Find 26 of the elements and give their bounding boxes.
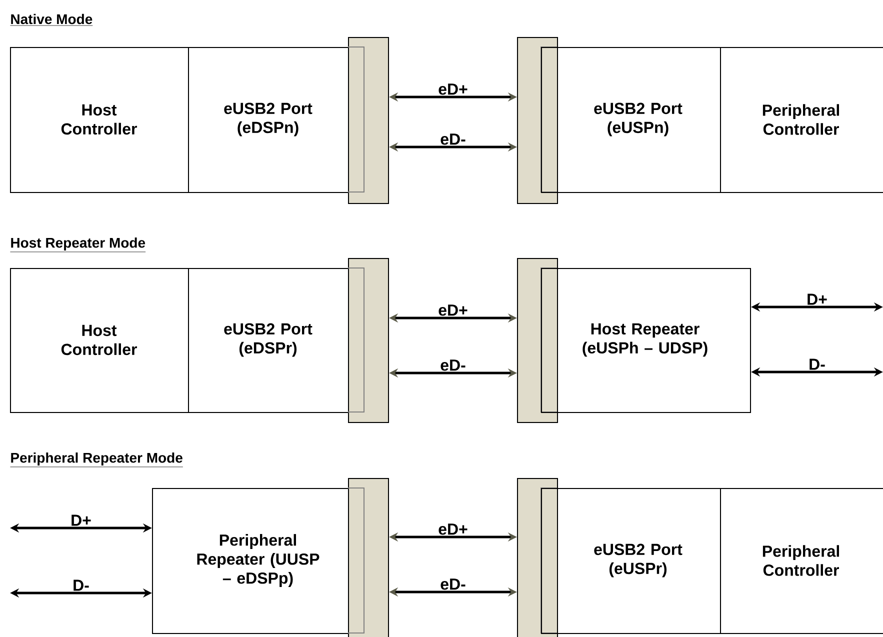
port-pad-drawing	[348, 37, 389, 204]
block-box: eUSB2 Port (eUSPr)	[541, 488, 721, 634]
section-heading: Host Repeater Mode	[10, 237, 146, 252]
edge-label: D-	[74, 580, 89, 591]
block-box: Host Repeater (eUSPh – UDSP)	[541, 268, 751, 413]
port-pad-drawing	[517, 37, 558, 204]
edge-label: D+	[808, 294, 827, 305]
edge-label: eD+	[438, 84, 468, 95]
section-heading: Native Mode	[10, 14, 93, 26]
edge-label: eD-	[440, 360, 466, 371]
block-box: Host Controller	[10, 268, 189, 413]
port-pad-drawing	[517, 258, 558, 423]
edge-label: eD+	[438, 304, 468, 316]
block-box: eUSB2 Port (eUSPn)	[541, 47, 721, 193]
edge-label: eD+	[438, 524, 468, 535]
block-box: Peripheral Controller	[720, 488, 883, 634]
block-box: Host Controller	[10, 47, 189, 193]
edge-label: eD-	[440, 134, 466, 145]
edge-label: D-	[810, 358, 825, 370]
section-heading: Peripheral Repeater Mode	[10, 452, 184, 468]
port-pad-drawing	[348, 258, 389, 423]
port-pad-drawing	[517, 478, 558, 637]
block-box: Peripheral Controller	[720, 47, 883, 193]
edge-label: eD-	[440, 578, 466, 590]
edge-label: D+	[72, 514, 91, 526]
port-pad-drawing	[348, 478, 389, 637]
